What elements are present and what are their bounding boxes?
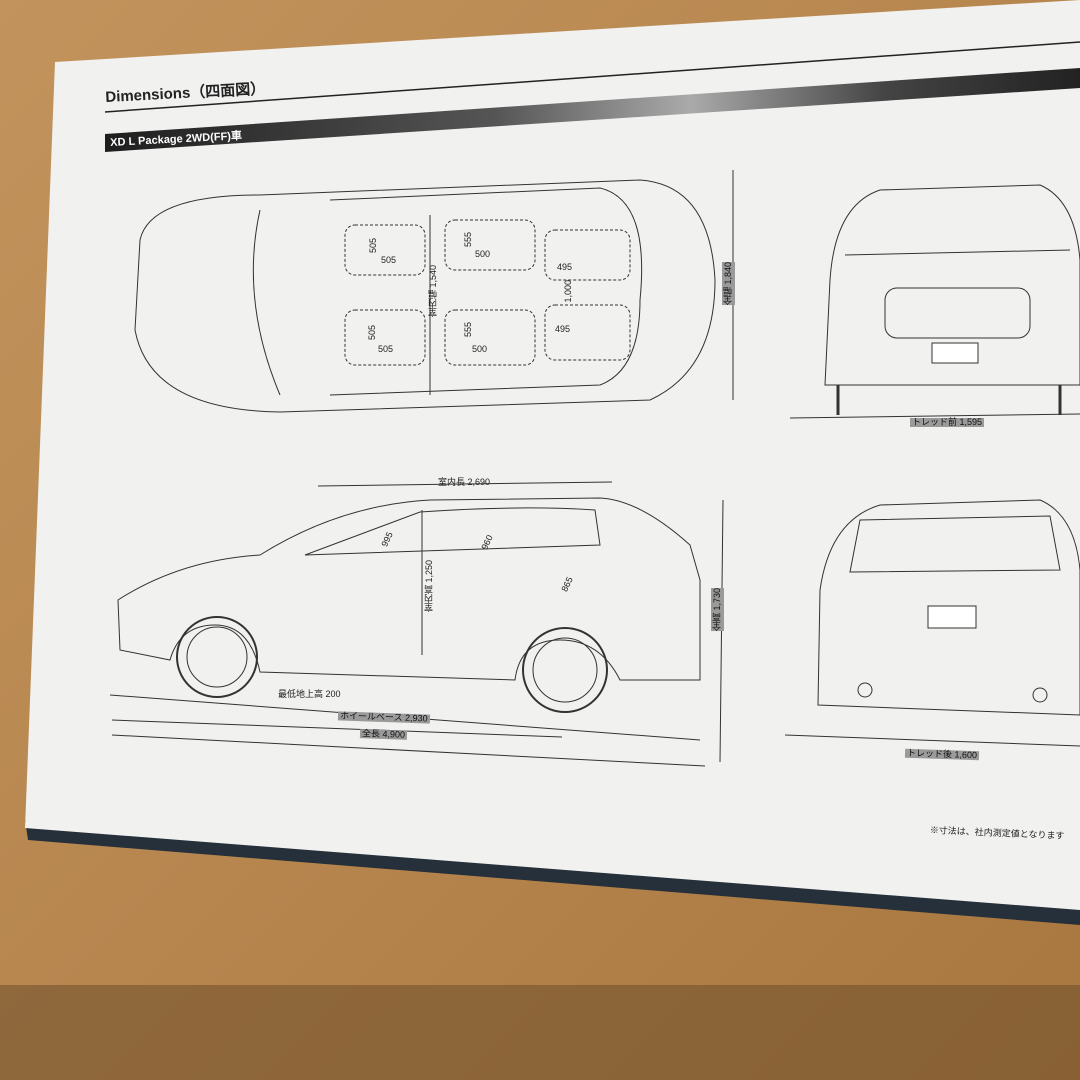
dim-overall-length: 全長 4,900: [359, 728, 408, 740]
dim-top-555-a: 555: [463, 232, 473, 248]
dim-top-495-b: 495: [555, 324, 571, 334]
dim-top-1000: 1,000: [563, 280, 573, 303]
front-view-drawing: [789, 184, 1080, 419]
dim-top-505-d: 505: [378, 344, 394, 354]
table-edge-shadow: [0, 985, 1080, 1080]
dim-interior-length: 室内長 2,690: [438, 477, 491, 487]
dim-top-555-b: 555: [463, 322, 473, 338]
rear-view-drawing: [784, 499, 1080, 747]
dim-interior-height: 室内高 1,250: [424, 560, 434, 613]
title-underline: [104, 41, 1080, 113]
dim-top-505-b: 505: [381, 255, 397, 265]
section-header-bar: [105, 68, 1080, 152]
side-view-drawing: [109, 481, 724, 767]
dim-top-505-c: 505: [367, 325, 377, 341]
dim-overall-height: 全高 1,730: [711, 588, 724, 632]
dim-top-500-b: 500: [472, 344, 488, 354]
brochure-page: [25, 0, 1080, 910]
dim-tread-front: トレッド前 1,595: [910, 417, 985, 427]
dim-top-500-a: 500: [475, 249, 491, 259]
dim-top-505-a: 505: [368, 238, 378, 254]
dim-top-495-a: 495: [557, 262, 573, 272]
dim-ground-clearance: 最低地上高 200: [278, 689, 341, 699]
dim-overall-width: 全幅 1,840: [722, 262, 735, 306]
dim-interior-width: 室内幅 1,540: [428, 265, 438, 318]
